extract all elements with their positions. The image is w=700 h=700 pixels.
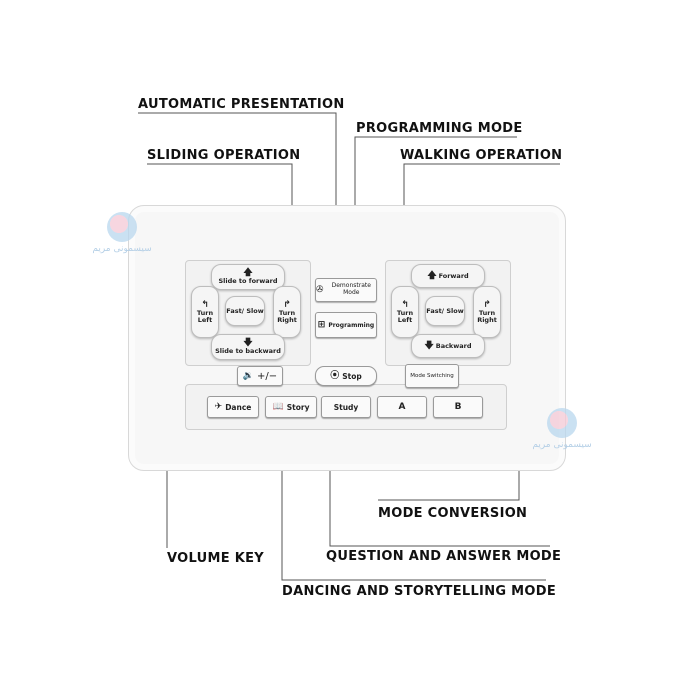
dance-icon: ✈	[214, 401, 223, 412]
turn-right-label: Turn Right	[477, 308, 497, 324]
demonstrate-mode-label: Demonstrate Mode	[331, 282, 371, 296]
callout-question-answer-mode: QUESTION AND ANSWER MODE	[326, 549, 562, 564]
watermark-logo-left: سیسمونی مریم	[92, 212, 152, 254]
stop-icon: ⦿	[330, 370, 340, 381]
dance-label: Dance	[225, 402, 252, 412]
arrow-up-icon: 🡅	[427, 270, 437, 281]
study-label: Study	[333, 402, 359, 412]
b-label: B	[454, 402, 462, 412]
callout-walking-operation: WALKING OPERATION	[400, 148, 563, 163]
forward-label: Forward	[438, 271, 469, 280]
callout-dancing-storytelling-mode: DANCING AND STORYTELLING MODE	[282, 584, 557, 599]
programming-button[interactable]: ⊞ Programming	[315, 312, 377, 338]
volume-label: +/−	[257, 370, 278, 382]
turn-right-button-right-pad[interactable]: ↱ Turn Right	[473, 286, 501, 338]
slide-backward-button[interactable]: 🡇 Slide to backward	[211, 334, 285, 360]
turn-left-button-right-pad[interactable]: ↰ Turn Left	[391, 286, 419, 338]
watermark-icon	[107, 212, 137, 242]
backward-button[interactable]: 🡇 Backward	[411, 334, 485, 358]
mode-switching-label: Mode Switching	[410, 373, 454, 379]
remote-control: 🡅 Slide to forward ↰ Turn Left Fast/ Slo…	[128, 205, 566, 471]
volume-key[interactable]: 🔉 +/−	[237, 366, 283, 386]
demonstrate-mode-button[interactable]: ✇ Demonstrate Mode	[315, 278, 377, 302]
arrow-down-icon: 🡇	[243, 338, 253, 349]
callout-mode-conversion: MODE CONVERSION	[378, 506, 528, 521]
b-button[interactable]: B	[433, 396, 483, 418]
turn-right-icon: ↱	[483, 299, 491, 310]
turn-left-label: Turn Left	[396, 308, 414, 324]
backward-label: Backward	[435, 341, 472, 350]
callout-automatic-presentation: AUTOMATIC PRESENTATION	[138, 97, 345, 112]
dance-button[interactable]: ✈ Dance	[207, 396, 259, 418]
turn-right-label: Turn Right	[277, 308, 297, 324]
a-label: A	[398, 402, 406, 412]
callout-sliding-operation: SLIDING OPERATION	[147, 148, 301, 163]
turn-right-icon: ↱	[283, 299, 291, 310]
arrow-down-icon: 🡇	[424, 340, 434, 351]
film-reel-icon: ✇	[316, 284, 324, 295]
fast-slow-label: Fast/ Slow	[226, 306, 264, 315]
turn-left-button-left-pad[interactable]: ↰ Turn Left	[191, 286, 219, 338]
stop-button[interactable]: ⦿ Stop	[315, 366, 377, 386]
turn-left-icon: ↰	[401, 299, 409, 310]
slide-backward-label: Slide to backward	[215, 347, 281, 356]
mode-switching-button[interactable]: Mode Switching	[405, 364, 459, 388]
fast-slow-button-right-pad[interactable]: Fast/ Slow	[425, 296, 465, 326]
forward-button[interactable]: 🡅 Forward	[411, 264, 485, 288]
turn-left-label: Turn Left	[196, 308, 214, 324]
book-icon: 📖	[272, 401, 284, 412]
story-button[interactable]: 📖 Story	[265, 396, 317, 418]
fast-slow-label: Fast/ Slow	[426, 306, 464, 315]
watermark-icon	[547, 408, 577, 438]
turn-left-icon: ↰	[201, 299, 209, 310]
watermark-text: سیسمونی مریم	[532, 440, 592, 450]
windows-icon: ⊞	[317, 319, 326, 330]
a-button[interactable]: A	[377, 396, 427, 418]
callout-volume-key: VOLUME KEY	[167, 551, 264, 566]
slide-forward-button[interactable]: 🡅 Slide to forward	[211, 264, 285, 290]
arrow-up-icon: 🡅	[243, 268, 253, 279]
speaker-icon: 🔉	[242, 370, 255, 381]
study-button[interactable]: Study	[321, 396, 371, 418]
callout-programming-mode: PROGRAMMING MODE	[356, 121, 523, 136]
watermark-logo-right: سیسمونی مریم	[532, 408, 592, 450]
programming-label: Programming	[328, 321, 375, 329]
stop-label: Stop	[342, 371, 362, 381]
slide-forward-label: Slide to forward	[218, 277, 278, 286]
story-label: Story	[286, 402, 310, 412]
watermark-text: سیسمونی مریم	[92, 244, 152, 254]
fast-slow-button-left-pad[interactable]: Fast/ Slow	[225, 296, 265, 326]
turn-right-button-left-pad[interactable]: ↱ Turn Right	[273, 286, 301, 338]
